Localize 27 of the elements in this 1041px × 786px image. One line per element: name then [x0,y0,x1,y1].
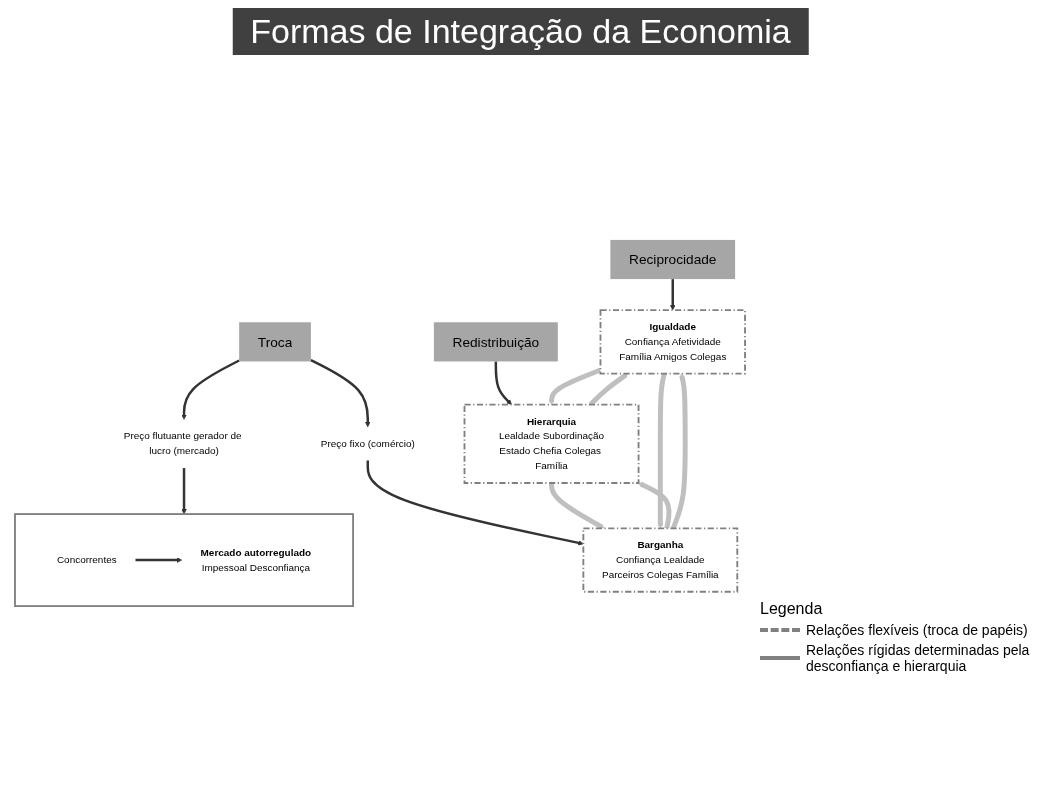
arrow [310,359,371,428]
node-box: Troca [239,322,311,362]
node-box: Barganha Confiança Lealdade Parceiros Colegas Família [582,527,739,593]
arrow [549,483,605,530]
node-text: Concorrentes [56,554,117,566]
node-text: Preço fixo (comércio) [320,438,415,449]
arrow [135,557,183,563]
arrow [366,460,584,546]
node-box: Reciprocidade [610,239,736,280]
arrow [670,279,676,311]
node-box: Hierarquia Lealdade Subordinação Estado Chefia Colegas Família [463,403,640,484]
arrow [670,373,688,530]
cluster [14,513,354,607]
node-text: Mercado autorregulado Impessoal Desconfiança [200,547,312,573]
node-box: Redistribuição [433,322,558,362]
arrow [548,367,602,405]
arrow [181,468,187,515]
arrow [494,361,512,405]
legend-heading: Legenda [760,600,824,618]
diagram-title: Formas de Integração da Economia [232,8,809,55]
legend-text: Relações rígidas determinadas pela desconfiança e hierarquia [806,642,1030,674]
node-box: Igualdade Confiança Afetividade Família Amigos Colegas [599,309,746,375]
arrow [638,481,672,529]
legend-text: Relações flexíveis (troca de papéis) [806,622,1028,638]
arrow [657,372,667,529]
arrow [181,359,240,420]
node-text: Preço flutuante gerador de lucro (mercado) [123,430,242,457]
